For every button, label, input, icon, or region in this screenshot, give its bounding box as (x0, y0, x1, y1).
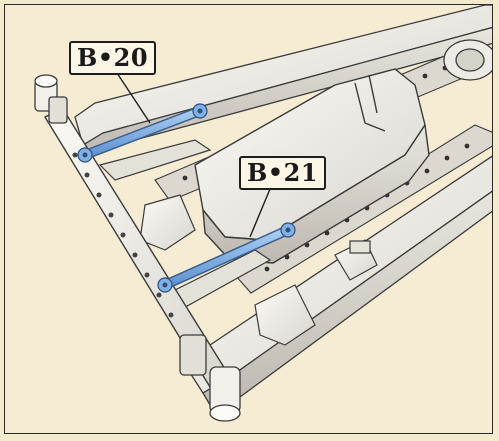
callout-label-b20: B•20 (69, 41, 157, 75)
tank-body (194, 68, 430, 264)
radius-rod-b21 (157, 222, 296, 293)
front-axle (44, 108, 238, 400)
callout-label-b21: B•21 (239, 156, 327, 190)
right-hub (179, 334, 241, 422)
illustration-frame: B•20 B•21 (4, 4, 493, 434)
left-hub (34, 74, 68, 124)
rear-cylinder (443, 39, 492, 81)
chassis-illustration (34, 5, 492, 422)
suspension-brackets (139, 194, 378, 346)
leader-lines (116, 72, 271, 238)
radius-rod-b20 (77, 103, 208, 163)
leaf-springs (98, 139, 272, 311)
axle-bolts (72, 152, 174, 318)
